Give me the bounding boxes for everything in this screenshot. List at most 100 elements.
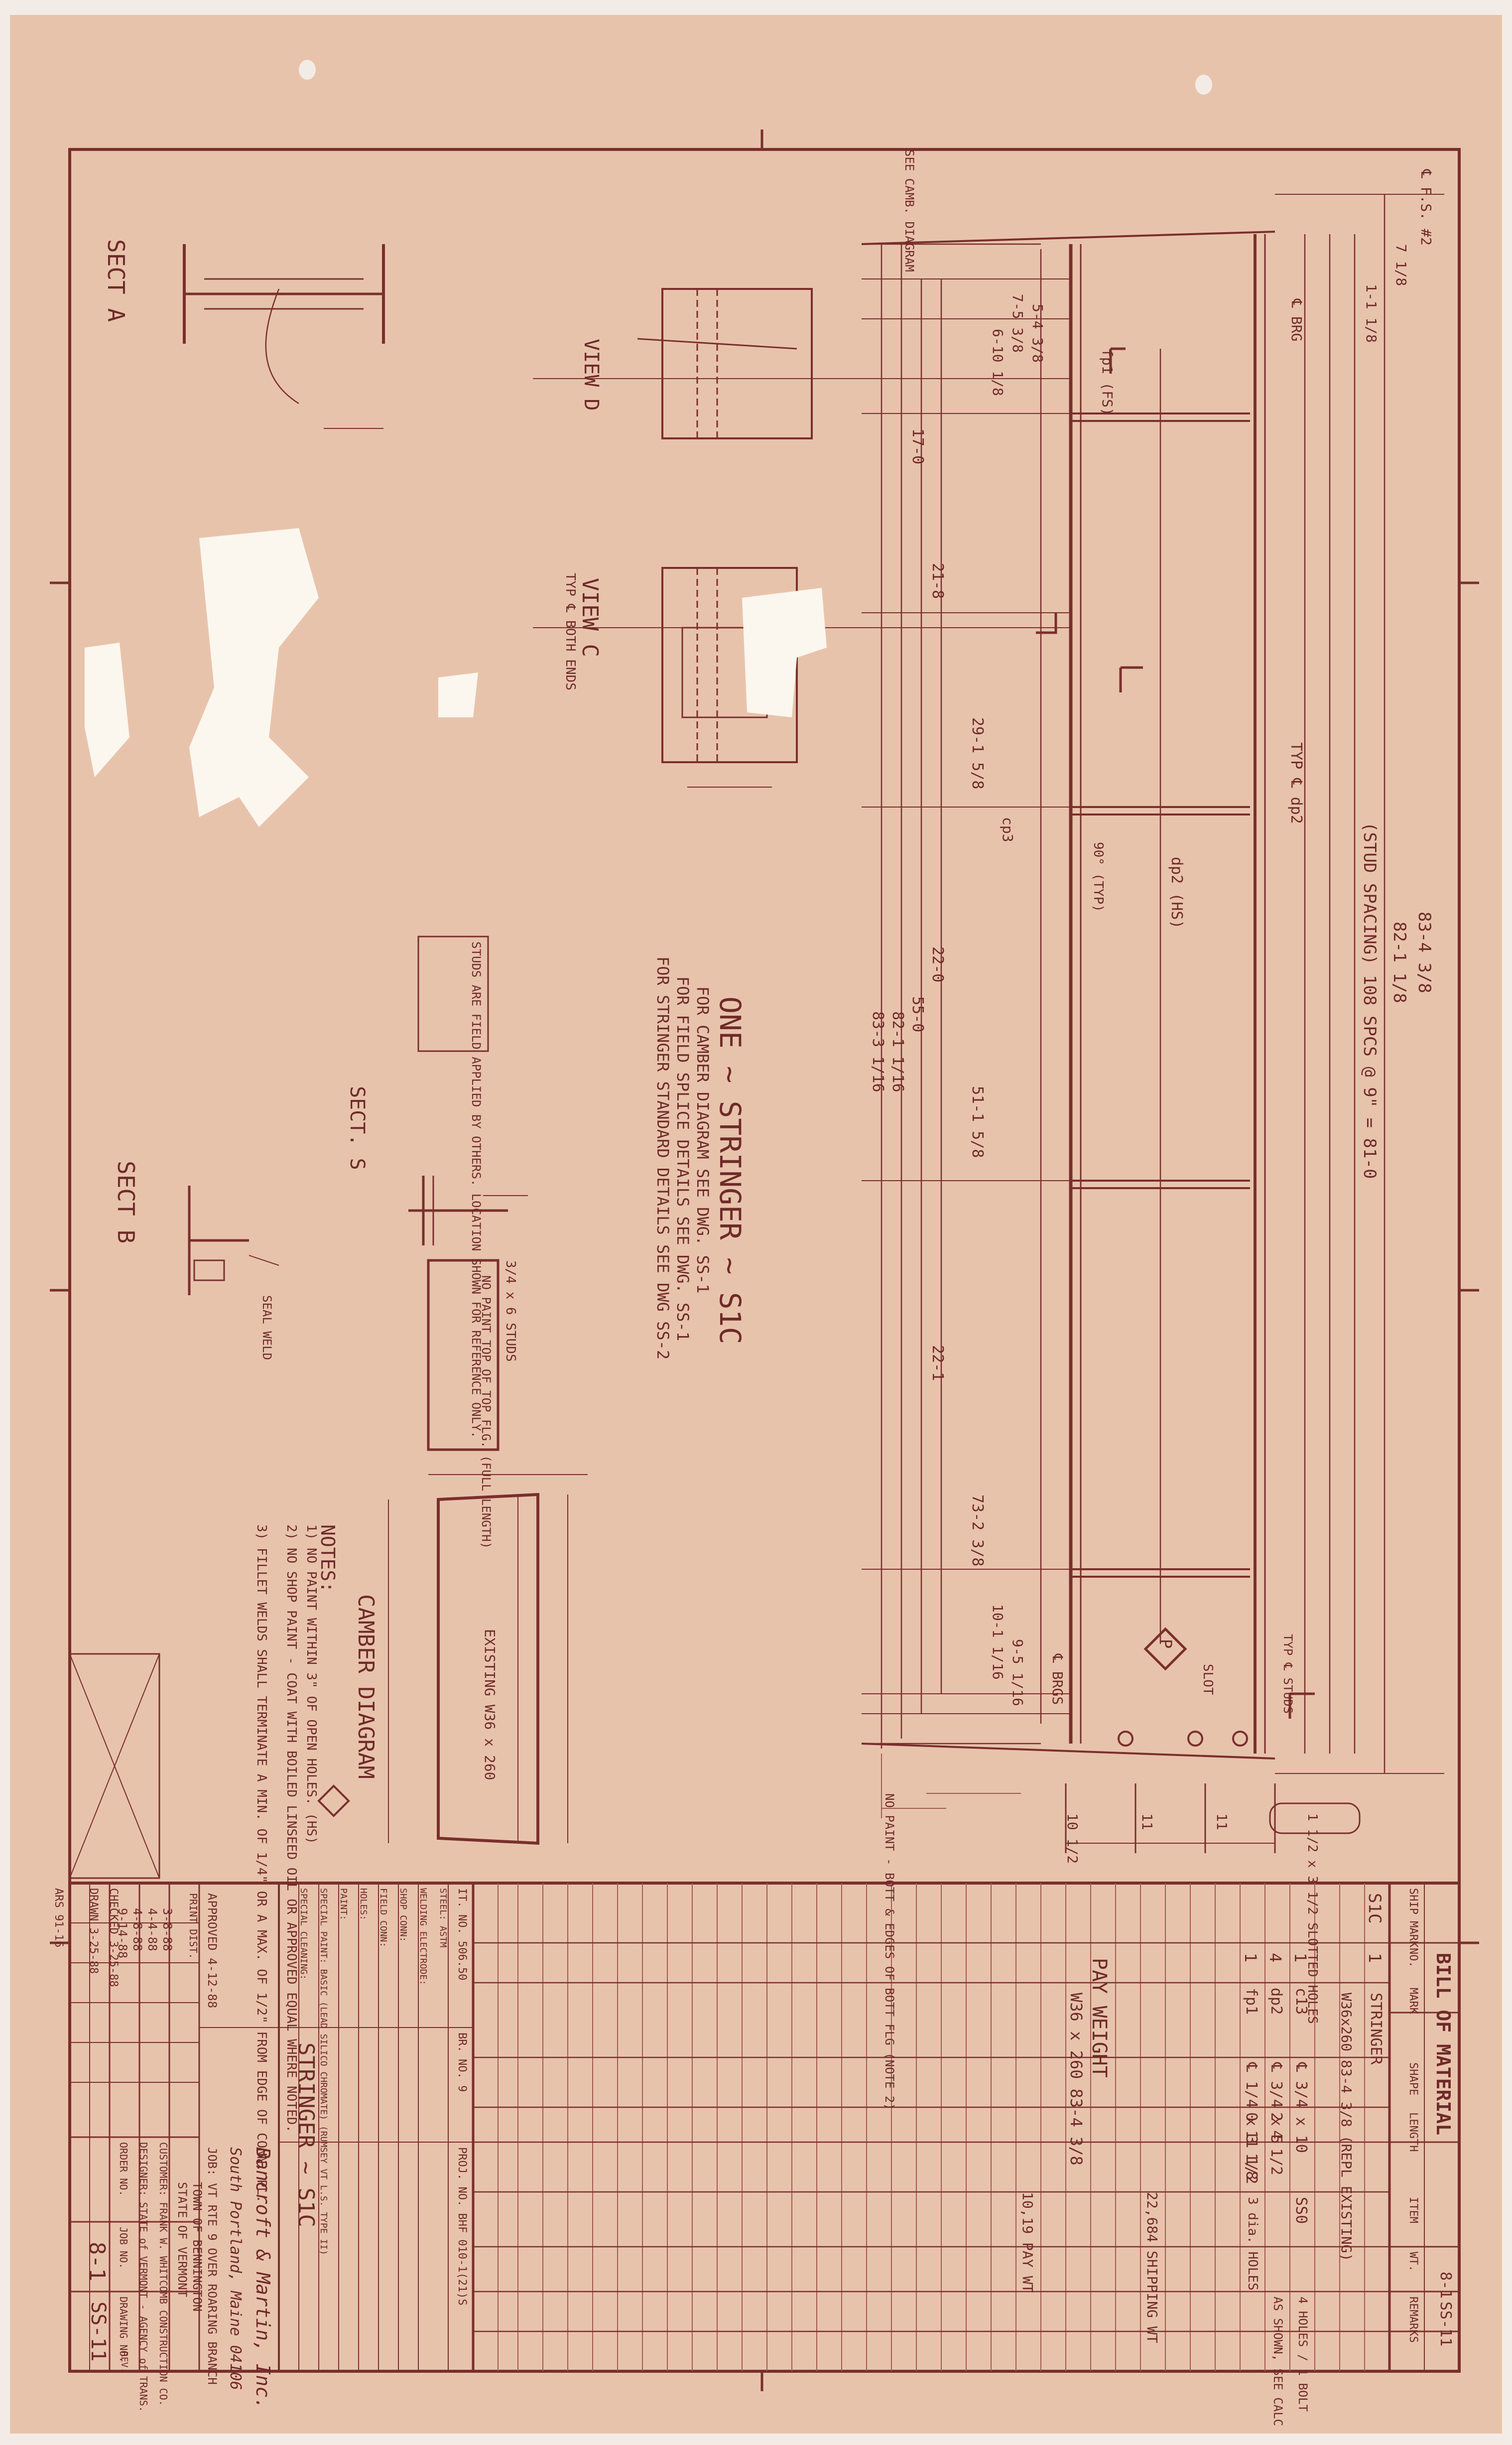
dimension-55-0: 55-0 (909, 996, 926, 1033)
bom-header-mark: MARK (1407, 1988, 1419, 2014)
label-typ-dp2: TYP ℄ dp2 (1287, 742, 1305, 824)
view-c-title: VIEW C (577, 578, 603, 657)
stud-size-label: 3/4 x 6 STUDS (503, 1260, 518, 1362)
view-d-title: VIEW D (580, 339, 603, 411)
title-stamp: ARS 91-16 (52, 1888, 65, 1948)
title-bridge-number: BR. NO. 9 (456, 2033, 468, 2092)
bom-drawing-no: SS-11 (1437, 2302, 1454, 2347)
bom-row-4-mark: fp1 (1243, 1988, 1260, 2015)
pay-weight-label: PAY WEIGHT (1088, 1958, 1111, 2078)
notes-heading: NOTES: (317, 1524, 339, 1593)
bom-header-length: LENGTH (1407, 2112, 1419, 2152)
label-dim-11b: 11 (1214, 1813, 1230, 1830)
dimension-22-1: 22-1 (929, 1345, 946, 1381)
section-b-detail (188, 1186, 279, 1295)
bom-row-2-shape: ℄ 3/4 x 10 (1292, 2062, 1310, 2153)
title-job-no-label: JOB NO. (118, 2227, 129, 2269)
pay-item-label: W36 x 260 83-4 3/8 (1067, 1993, 1086, 2166)
dimension-17-0: 17-0 (909, 428, 926, 465)
dimension-7-1: 7 1/8 (1393, 244, 1409, 286)
title-revision-3: 4-8-88 (130, 1908, 144, 1951)
label-dp2: dp2 (HS) (1168, 857, 1185, 929)
main-title: ONE ~ STRINGER ~ S1C (713, 996, 747, 1345)
camber-reference-note: FOR CAMBER DIAGRAM SEE DWG. SS-1 (693, 986, 712, 1294)
title-location: South Portland, Maine 04106 (227, 2147, 244, 2390)
bom-header-no: NO. (1407, 1948, 1419, 1968)
bom-row-3-length: 2 4 1/2 (1267, 2112, 1285, 2175)
title-shop-conn: SHOP CONN: (398, 1888, 408, 1942)
note-2: 2) NO SHOP PAINT - COAT WITH BOILED LINS… (284, 1524, 299, 2133)
title-approved: APPROVED 4-12-88 (205, 1893, 219, 2009)
paper-sheet (10, 15, 1502, 2434)
overall-dimension-2: 82-1 1/8 (1389, 922, 1409, 1003)
bom-header-ship: SHIP MARK (1407, 1888, 1419, 1948)
label-dim-11a: 11 (1139, 1813, 1155, 1830)
dimension-21-8: 21-8 (929, 563, 946, 599)
dimension-5-4: 5-4 3/8 (1029, 304, 1046, 363)
title-fabricator: Bancroft & Martin, Inc. (252, 2147, 274, 2410)
title-job-number: 8-1 (84, 2242, 110, 2282)
camber-diagram-title: CAMBER DIAGRAM (353, 1594, 378, 1779)
sect-b-title: SECT B (113, 1161, 139, 1244)
label-typ-studs: TYP ℄ STUDS (1281, 1634, 1295, 1714)
title-block (69, 1653, 475, 2371)
dimension-7-5: 7-5 3/8 (1009, 294, 1026, 353)
dimension-73-2: 73-2 3/8 (969, 1494, 986, 1567)
stringer-elevation (533, 194, 1444, 1853)
bom-header-weight: WT. (1407, 2252, 1419, 2272)
title-customer: CUSTOMER: FRANK W. WHITCOMB CONSTRUCTION… (157, 2142, 169, 2406)
title-designer: DESIGNER: STATE of VERMONT - AGENCY of T… (137, 2142, 149, 2412)
existing-beam-label: EXISTING W36 x 260 (482, 1629, 498, 1780)
label-bearings: ℄ BRGS (1049, 1654, 1066, 1705)
bill-of-material-grid (70, 1882, 1461, 2373)
label-field-splice: ℄ F.S. #2 (1418, 169, 1434, 246)
label-cp3: cp3 (1000, 817, 1016, 842)
bom-row-1-mark: S1C (1365, 1893, 1385, 1924)
bom-columns (473, 1942, 1389, 2332)
title-job: JOB: VT RTE 9 OVER ROARING BRANCH (205, 2147, 219, 2385)
camber-diagram (388, 1474, 588, 1845)
studs-note-box: STUDS ARE FIELD APPLIED BY OTHERS. LOCAT… (469, 942, 483, 1438)
bom-row-2-item: SS0 (1292, 2197, 1310, 2224)
title-rev-label: REV. (119, 2351, 129, 2373)
title-special-cleaning: SPECIAL CLEANING: (298, 1888, 309, 1980)
label-no-paint-bottom: NO PAINT - BOTT & EDGES OF BOTT FLG (NOT… (882, 1793, 896, 2110)
title-state: STATE OF VERMONT (175, 2182, 189, 2298)
bom-row-2-mark: c13 (1292, 1988, 1310, 2015)
bom-row-4-no: 1 (1241, 1953, 1260, 1963)
title-steel: STEEL: ASTM (438, 1888, 448, 1948)
bom-row-4-length: 0 11 1/2 (1243, 2112, 1260, 2184)
standard-reference-note: FOR STRINGER STANDARD DETAILS SEE DWG SS… (653, 956, 672, 1360)
note-1: 1) NO PAINT WITHIN 3" OF OPEN HOLES. (HS… (304, 1524, 319, 1844)
title-holes: HOLES: (358, 1888, 369, 1921)
title-town: TOWN OF BENNINGTON (190, 2182, 204, 2312)
title-order-no-label: ORDER NO. (118, 2142, 129, 2196)
sect-s-title: SECT. S (346, 1086, 369, 1170)
view-c-subtitle: TYP ℄ BOTH ENDS (563, 573, 578, 690)
dimension-9-5: 9-5 1/16 (1009, 1639, 1026, 1706)
dimension-6-10: 6-10 1/8 (990, 329, 1006, 396)
section-a-detail (183, 244, 385, 429)
dimension-1-1: 1-1 1/8 (1363, 284, 1380, 343)
bom-header-remarks: REMARKS (1407, 2297, 1419, 2343)
title-project-number: PROJ. NO. BHF 010-1(21)S (456, 2147, 468, 2306)
punch-hole-2 (1195, 75, 1212, 95)
label-slot: SLOT (1200, 1664, 1215, 1695)
dimension-51-1: 51-1 5/8 (969, 1086, 986, 1158)
label-dim-10-1-2: 10 1/2 (1064, 1813, 1081, 1864)
shipping-weight-label: 22,684 SHIPPING WT (1144, 2192, 1160, 2343)
bom-row-1-no: 1 (1365, 1953, 1385, 1963)
bom-job-no: 8-1 (1437, 2272, 1454, 2299)
title-item-number: IT. NO. 506.50 (456, 1888, 468, 1981)
pay-wt-label: 10,19 PAY WT (1019, 2192, 1036, 2293)
bom-row-3-no: 4 (1266, 1953, 1285, 1963)
title-revision-1: 3-8-88 (160, 1908, 174, 1951)
title-piece-name: STRINGER ~ S1C (293, 2042, 319, 2227)
seal-weld-label: SEAL WELD (260, 1295, 274, 1360)
dimension-22-0: 22-0 (929, 947, 946, 983)
bom-row-1-shape: STRINGER (1367, 1993, 1385, 2065)
white-patch (85, 528, 478, 827)
label-bearing: ℄ BRG (1288, 299, 1305, 342)
bom-rows (473, 1883, 1365, 2371)
label-see-camber: SEE CAMB. DIAGRAM (902, 149, 916, 272)
